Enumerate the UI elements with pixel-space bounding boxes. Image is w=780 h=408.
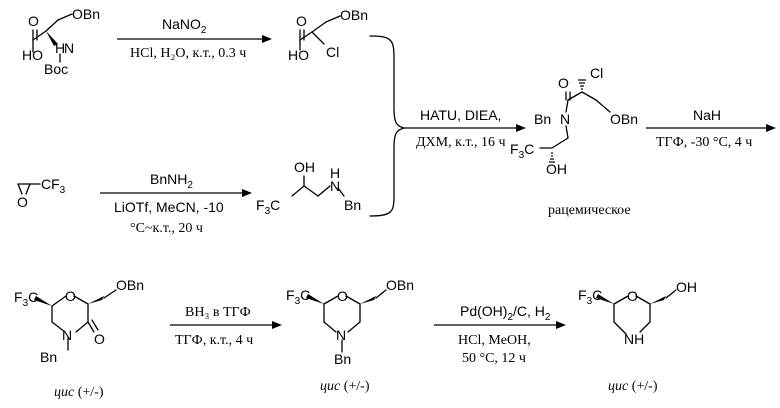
atom-f3c-5: F3C	[578, 287, 602, 307]
atom-o-ring-2: O	[337, 288, 348, 304]
atom-o-amide: O	[558, 75, 569, 91]
reagent-4-top: NaH	[693, 107, 721, 123]
atom-cl-2: Cl	[590, 65, 603, 81]
compound-cf3-epoxide: O CF3	[17, 176, 66, 210]
compound-morpholinone: F3C O OBn N O Bn	[14, 277, 144, 365]
atom-n: N	[64, 40, 74, 56]
reagent-4-bottom: ТГФ, -30 °C, 4 ч	[656, 135, 752, 150]
atom-f3c-4: F3C	[286, 287, 310, 307]
reagent-3-bottom: ДХМ, к.т., 16 ч	[416, 135, 506, 150]
reaction-arrow-1: NaNO2 HCl, H₂O, к.т., 0.3 ч	[117, 16, 272, 61]
compound-final-morpholine: F3C O OH NH	[578, 279, 697, 347]
atom-bn-1: Bn	[344, 197, 361, 213]
reagent-1-bottom: HCl, H₂O, к.т., 0.3 ч	[130, 46, 246, 61]
atom-bn-4: Bn	[334, 351, 351, 367]
reagent-6-top: Pd(OH)2/C, H2	[460, 303, 551, 323]
atom-n-ring-2: N	[336, 327, 346, 343]
atom-n-amine: N	[330, 178, 340, 194]
reagent-5-top: BH₃ в ТГФ	[185, 305, 251, 320]
compound-boc-serine-obn: O HO OBn H N Boc	[22, 6, 100, 77]
atom-o-epoxide: O	[17, 194, 28, 210]
atom-o-lactam: O	[94, 331, 105, 347]
atom-obn-3: OBn	[610, 111, 638, 127]
reagent-2-top: BnNH2	[150, 171, 193, 191]
atom-o-ring-3: O	[627, 288, 638, 304]
reagent-3-top: HATU, DIEA,	[420, 107, 501, 123]
atom-o-carbonyl-2: O	[296, 13, 307, 29]
atom-obn-4: OBn	[116, 277, 144, 293]
label-cis-2: цис (+/-)	[320, 379, 370, 394]
label-cis-1: цис (+/-)	[54, 385, 104, 400]
label-cis-3: цис (+/-)	[608, 379, 658, 394]
reagent-2-bottom-2: °C~к.т., 20 ч	[130, 221, 203, 236]
hash-bond-cl	[578, 80, 586, 89]
compound-chloroamide: O Cl OBn N Bn F3C OH	[510, 65, 638, 177]
atom-boc: Boc	[44, 61, 68, 77]
atom-f3c-2: F3C	[510, 141, 534, 161]
label-racemic: рацемическое	[548, 203, 631, 218]
atom-cf3-1: CF3	[41, 176, 66, 196]
atom-obn-2: OBn	[340, 7, 368, 23]
compound-amino-alcohol: OH F3C H N Bn	[256, 159, 361, 217]
convergence-brace	[370, 36, 404, 216]
reagent-2-bottom-1: LiOTf, MeCN, -10	[114, 199, 224, 215]
atom-obn-5: OBn	[386, 277, 414, 293]
reaction-arrow-3: HATU, DIEA, ДХМ, к.т., 16 ч	[404, 107, 526, 150]
atom-cl-1: Cl	[326, 44, 339, 60]
compound-bn-morpholine: F3C O OBn N Bn	[286, 277, 414, 367]
atom-f3c-3: F3C	[14, 289, 38, 309]
reaction-arrow-2: BnNH2 LiOTf, MeCN, -10 °C~к.т., 20 ч	[100, 171, 252, 236]
reagent-1-top: NaNO2	[162, 16, 207, 36]
atom-bn-2: Bn	[534, 111, 551, 127]
reaction-arrow-5: BH₃ в ТГФ ТГФ, к.т., 4 ч	[170, 305, 282, 348]
atom-oh-2: OH	[546, 161, 567, 177]
reaction-arrow-4: NaH ТГФ, -30 °C, 4 ч	[646, 107, 776, 150]
atom-obn-1: OBn	[72, 6, 100, 22]
reagent-6-bottom-2: 50 °C, 12 ч	[462, 351, 526, 366]
atom-ho: HO	[22, 47, 43, 63]
reaction-arrow-6: Pd(OH)2/C, H2 HCl, MeOH, 50 °C, 12 ч	[434, 303, 566, 366]
atom-n-ring-1: N	[62, 327, 72, 343]
atom-nh: NH	[624, 331, 644, 347]
atom-bn-3: Bn	[40, 349, 57, 365]
reagent-6-bottom-1: HCl, MeOH,	[458, 333, 531, 348]
atom-oh-1: OH	[294, 159, 315, 175]
atom-f3c-1: F3C	[256, 197, 280, 217]
atom-o-carbonyl: O	[28, 13, 39, 29]
atom-ho-2: HO	[288, 47, 309, 63]
reagent-5-bottom: ТГФ, к.т., 4 ч	[175, 333, 253, 348]
atom-o-ring-1: O	[65, 288, 76, 304]
atom-n-amide: N	[560, 111, 570, 127]
atom-oh-3: OH	[676, 279, 697, 295]
compound-chloro-acid: O HO OBn Cl	[288, 7, 368, 63]
